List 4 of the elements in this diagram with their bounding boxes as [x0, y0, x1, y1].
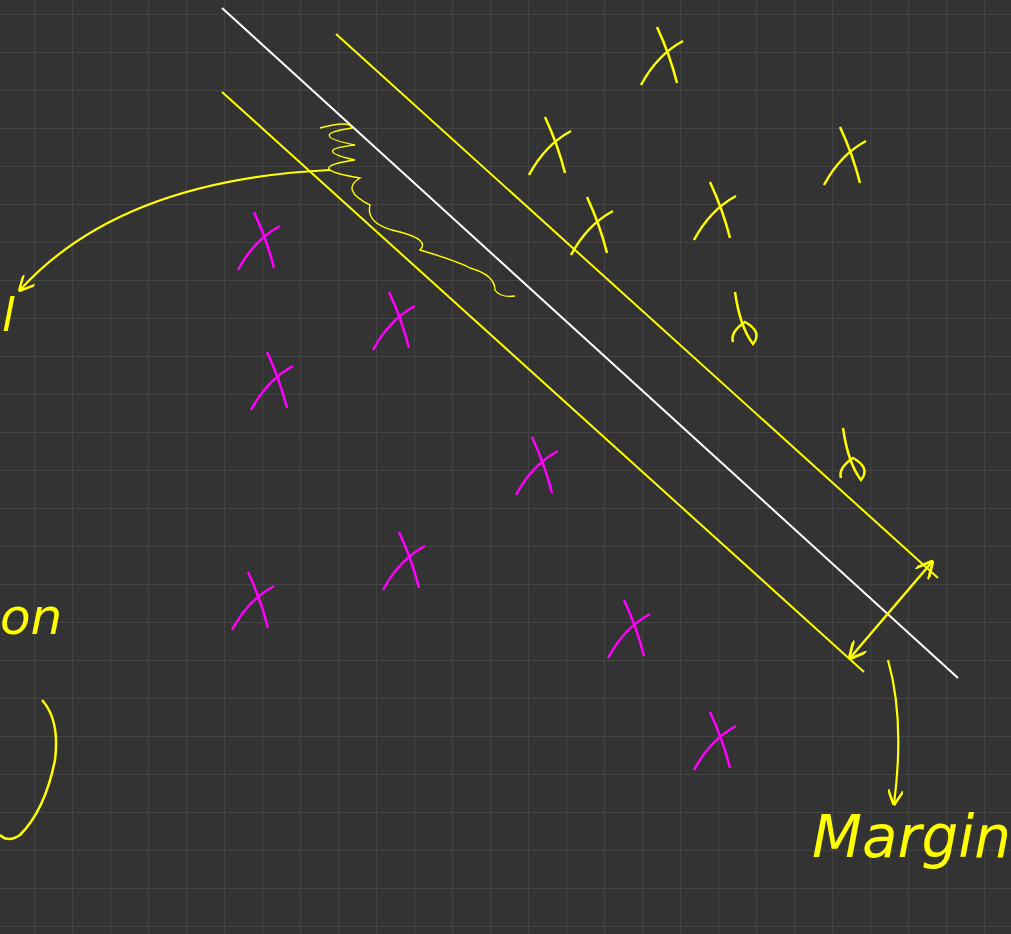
handwritten-label: on	[0, 592, 63, 642]
handwritten-label: l	[2, 292, 15, 338]
arrow	[886, 659, 905, 807]
arrow	[17, 168, 331, 293]
